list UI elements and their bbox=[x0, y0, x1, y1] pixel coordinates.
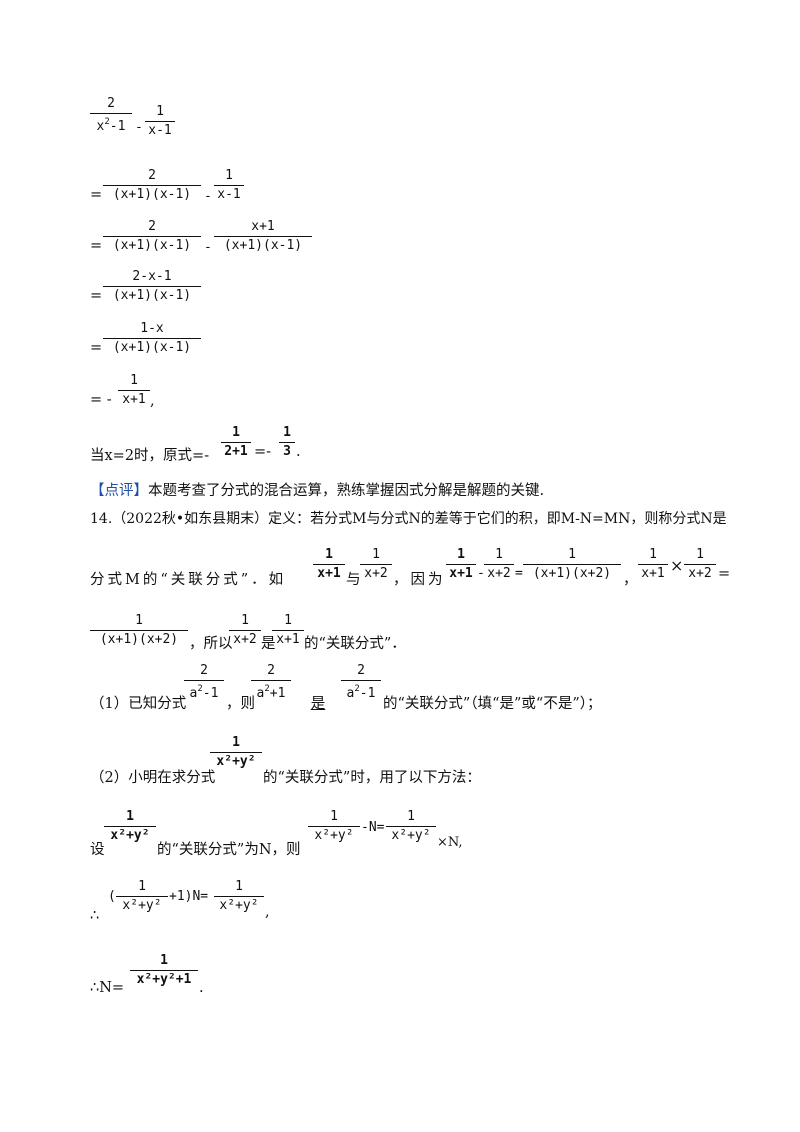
equals-sign: = bbox=[90, 238, 103, 254]
yinwei-text: ，因为 bbox=[393, 572, 446, 588]
question-2-prefix: （2）小明在求分式 bbox=[90, 770, 216, 786]
shi-text: 是 bbox=[261, 636, 276, 652]
equals-sign: = bbox=[90, 288, 103, 304]
line3-suffix: 的“关联分式”． bbox=[304, 636, 406, 652]
suoyi-text: ，所以 bbox=[189, 636, 233, 652]
comment-text: 本题考查了分式的混合运算，熟练掌握因式分解是解题的关键. bbox=[148, 483, 545, 499]
step1-mid: 的“关联分式”为N，则 bbox=[157, 842, 301, 858]
she-text: 设 bbox=[90, 842, 105, 858]
evaluation-text: 当x=2时，原式=- bbox=[90, 448, 210, 464]
comment-tag: 【点评】 bbox=[90, 483, 148, 499]
minus-sign: - bbox=[204, 189, 212, 204]
comment-line: 【点评】本题考查了分式的混合运算，熟练掌握因式分解是解题的关键. bbox=[90, 479, 544, 500]
ze-text: ，则 bbox=[226, 696, 255, 712]
times-n: ×N, bbox=[437, 835, 463, 850]
therefore-n-equals: ∴N= bbox=[90, 980, 125, 996]
question-2-suffix: 的“关联分式”时，用了以下方法： bbox=[263, 770, 481, 786]
minus-n: -N= bbox=[361, 820, 385, 835]
yu-text: 与 bbox=[346, 572, 361, 588]
negative-equals: = - bbox=[90, 392, 112, 408]
therefore-symbol: ∴ bbox=[90, 908, 100, 924]
comma: , bbox=[265, 904, 270, 920]
problem-14-line2: 分式M的“关联分式”．如 bbox=[90, 572, 287, 588]
equals-sign: = bbox=[515, 566, 523, 581]
minus-sign: - bbox=[135, 120, 143, 135]
equals-sign: = bbox=[90, 187, 103, 203]
equals-sign: = bbox=[90, 340, 103, 356]
minus-sign: - bbox=[477, 566, 485, 581]
comma: ， bbox=[623, 572, 638, 588]
answer-blank[interactable]: 是 bbox=[310, 696, 326, 712]
problem-14-stem: 14.（2022秋•如东县期末）定义：若分式M与分式N的差等于它们的积，即M-N… bbox=[90, 511, 727, 527]
period: . bbox=[199, 980, 204, 996]
open-paren: ( bbox=[108, 889, 116, 904]
period: . bbox=[296, 444, 301, 460]
minus-sign: - bbox=[204, 240, 212, 255]
comma: , bbox=[150, 393, 155, 409]
question-1-suffix: 的“关联分式”（填“是”或“不是”）； bbox=[383, 696, 602, 712]
equals-sign: = bbox=[718, 566, 731, 582]
question-1-prefix: （1）已知分式 bbox=[90, 696, 187, 712]
times-sign: × bbox=[670, 556, 684, 575]
close-paren-n: +1)N= bbox=[169, 889, 209, 904]
equals-negative: =- bbox=[254, 444, 272, 460]
